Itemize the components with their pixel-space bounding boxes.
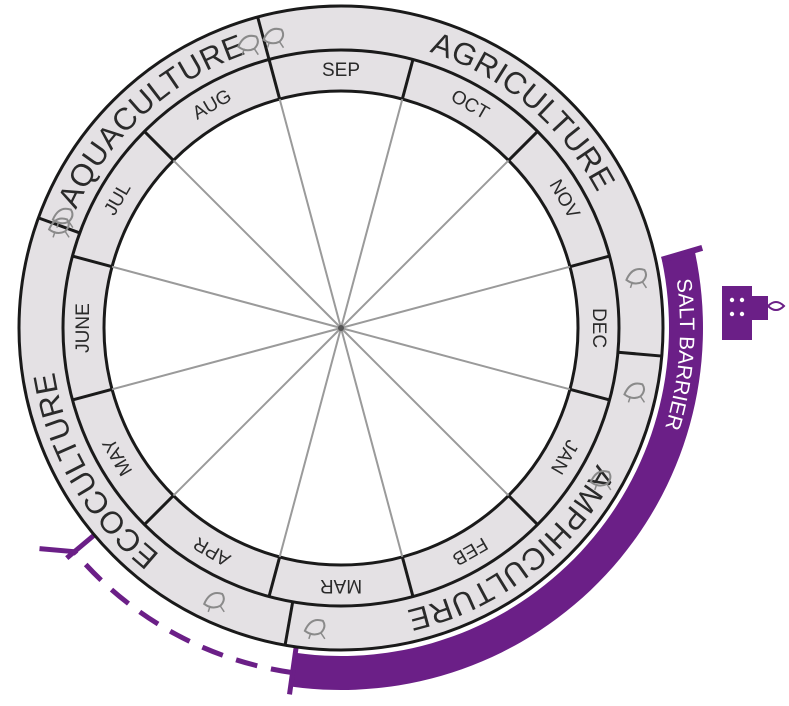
dam-dot <box>730 298 734 302</box>
hub-dot <box>338 325 344 331</box>
dam-dot <box>730 312 734 316</box>
dam-dot <box>740 312 744 316</box>
salt-barrier-open-foot <box>39 549 74 552</box>
month-label: SEP <box>322 60 360 81</box>
month-label: JUNE <box>73 303 94 353</box>
dam-gate <box>752 296 768 320</box>
month-label: DEC <box>588 308 609 348</box>
month-label: MAR <box>320 575 362 596</box>
dam-body <box>722 286 752 340</box>
dam-dot <box>740 298 744 302</box>
dam-water <box>768 302 784 310</box>
dam-gate-icon <box>722 286 784 340</box>
